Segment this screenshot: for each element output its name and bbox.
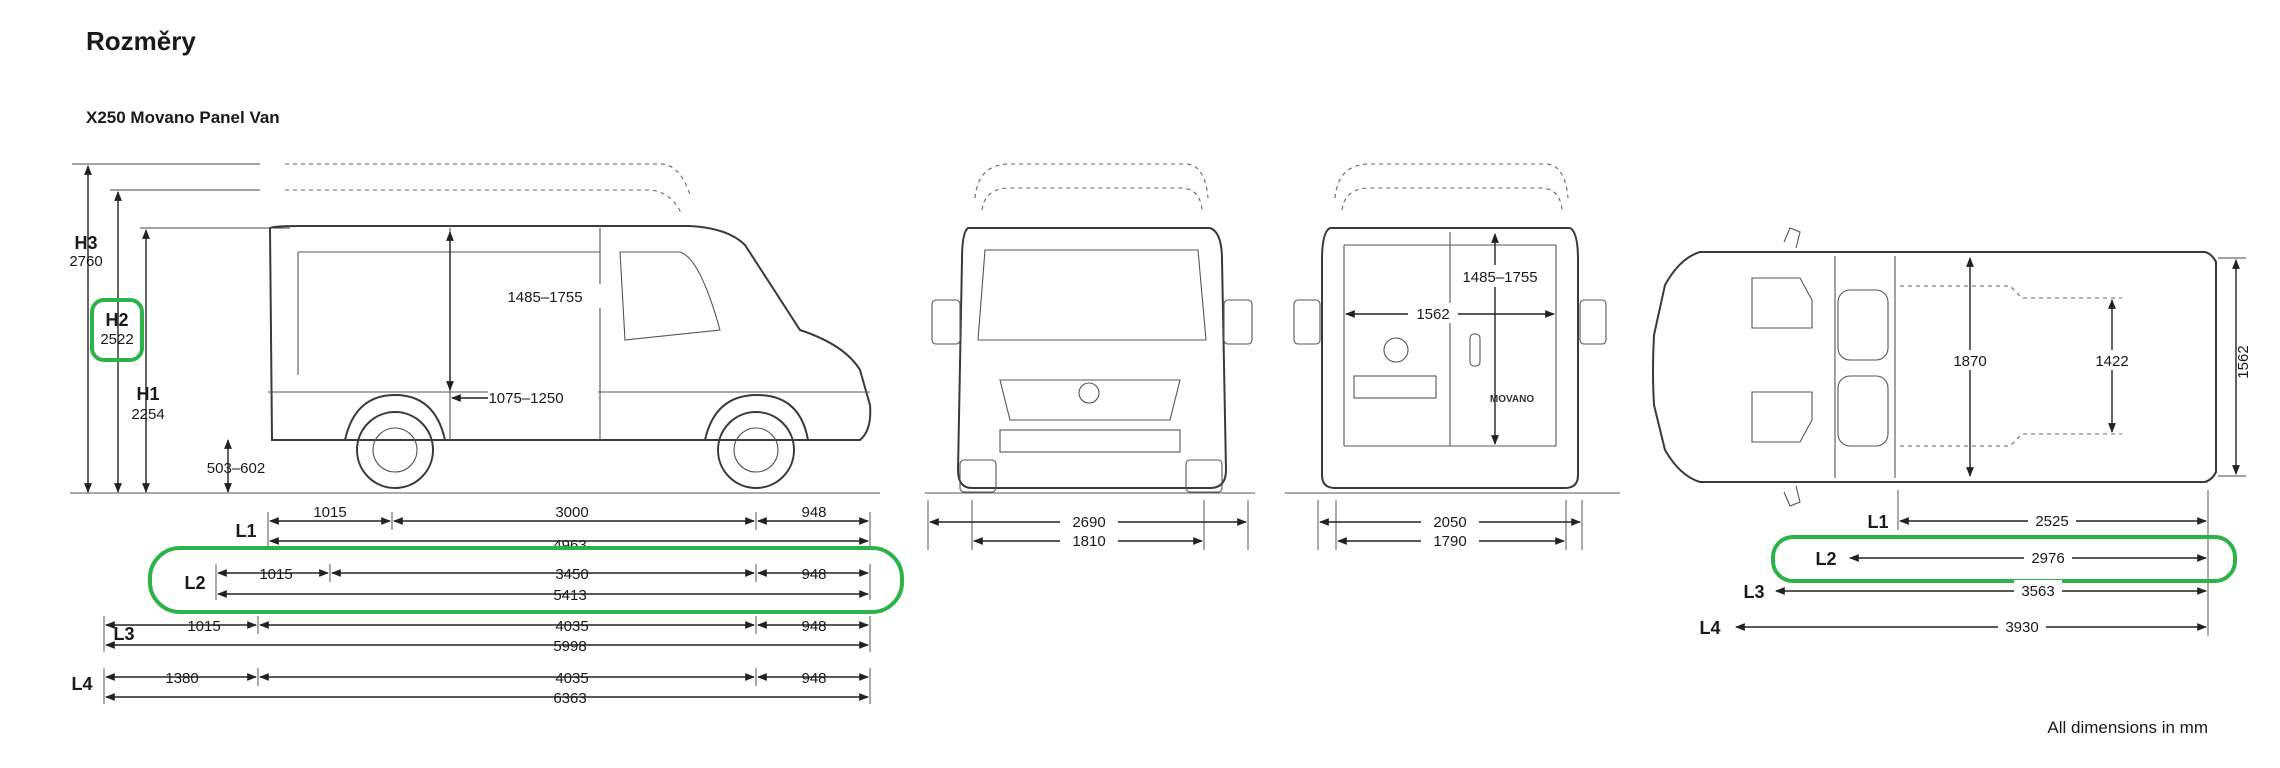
svg-text:H2: H2 [105,310,128,330]
page-title: Rozměry [86,26,196,56]
svg-text:L4: L4 [71,674,92,694]
svg-text:H1: H1 [136,384,159,404]
svg-text:L2: L2 [184,573,205,593]
svg-text:6363: 6363 [553,690,586,707]
side-row-l4: L4 1380 4035 948 6363 [71,668,871,707]
svg-text:3000: 3000 [555,504,588,521]
side-row-l2: L2 1015 3450 948 5413 [184,564,871,604]
rear-body-width-label: 1562 [2235,345,2252,378]
svg-text:L3: L3 [1743,582,1764,602]
svg-text:5998: 5998 [553,638,586,655]
height-h1-label: H1 2254 [131,384,164,423]
rear-track-label: 1790 [1433,533,1466,550]
svg-text:3563: 3563 [2021,583,2054,600]
ground-clearance-label: 503–602 [207,460,265,477]
svg-text:4035: 4035 [555,670,588,687]
rear-door-width-label: 1562 [1416,306,1449,323]
cargo-width-label: 1870 [1953,353,1986,370]
l2-top-highlight [1771,535,2237,583]
height-h3-label: H3 2760 [69,233,102,270]
front-track-label: 1810 [1072,533,1105,550]
height-h2-label: H2 2522 [100,310,133,348]
svg-text:1380: 1380 [165,670,198,687]
front-view: 2690 1810 [925,163,1255,550]
svg-text:3450: 3450 [555,566,588,583]
svg-text:2254: 2254 [131,406,164,423]
svg-text:948: 948 [801,670,826,687]
svg-text:2760: 2760 [69,253,102,270]
svg-text:L1: L1 [235,521,256,541]
svg-text:L2: L2 [1815,549,1836,569]
svg-text:2976: 2976 [2031,550,2064,567]
svg-text:948: 948 [801,504,826,521]
h2-highlight-box [90,298,144,362]
svg-text:1015: 1015 [259,566,292,583]
top-view: 1870 1422 1562 L1 2525 L2 2976 L3 3563 [1652,227,2252,638]
svg-text:1015: 1015 [313,504,346,521]
top-row-l3: L3 3563 [1743,580,2207,602]
front-width-label: 2690 [1072,514,1105,531]
rear-view: MOVANO 1485–1755 1562 2050 1790 [1285,163,1620,550]
svg-text:2522: 2522 [100,331,133,348]
side-row-l3: L3 1015 4035 948 5998 [103,616,871,655]
svg-text:4035: 4035 [555,618,588,635]
side-door-width-label: 1075–1250 [488,390,563,407]
rear-brand-text: MOVANO [1490,394,1534,405]
top-row-l4: L4 3930 [1699,616,2207,638]
svg-text:H3: H3 [74,233,97,253]
arch-width-label: 1422 [2095,353,2128,370]
l2-side-highlight [148,546,904,614]
cargo-height-label: 1485–1755 [507,289,582,306]
svg-text:2525: 2525 [2035,513,2068,530]
side-view: H3 2760 H2 2522 H1 2254 503–602 1485–175… [69,163,904,707]
model-subtitle: X250 Movano Panel Van [86,108,280,127]
svg-text:L1: L1 [1867,512,1888,532]
top-row-l2: L2 2976 [1815,547,2207,569]
svg-text:948: 948 [801,618,826,635]
rear-door-height-label: 1485–1755 [1462,269,1537,286]
svg-text:L4: L4 [1699,618,1720,638]
svg-text:948: 948 [801,566,826,583]
units-footnote: All dimensions in mm [2047,718,2208,737]
rear-width-label: 2050 [1433,514,1466,531]
svg-text:3930: 3930 [2005,619,2038,636]
svg-text:5413: 5413 [553,587,586,604]
side-row-l1: L1 1015 3000 948 4963 [235,504,871,554]
svg-text:4963: 4963 [553,537,586,554]
svg-text:1015: 1015 [187,618,220,635]
top-row-l1: L1 2525 [1867,490,2207,532]
svg-text:L3: L3 [113,624,134,644]
